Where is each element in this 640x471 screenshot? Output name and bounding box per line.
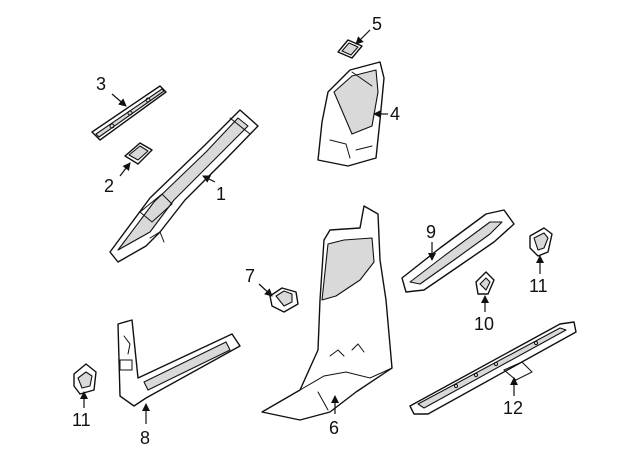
part-3-bracket[interactable] — [91, 85, 167, 141]
part-11-clip-right[interactable] — [529, 227, 553, 257]
callout-10: 10 — [474, 314, 494, 334]
callout-5: 5 — [372, 14, 382, 34]
callout-8: 8 — [140, 428, 150, 448]
callout-labels: 1 2 3 4 5 6 7 8 9 10 11 11 12 — [72, 14, 548, 448]
part-12-sill-reinforcement[interactable] — [409, 321, 577, 415]
callout-2: 2 — [104, 176, 114, 196]
callout-6: 6 — [329, 418, 339, 438]
part-5-clip[interactable] — [337, 39, 363, 59]
part-1-a-pillar-trim[interactable] — [109, 109, 259, 263]
part-7-clip[interactable] — [269, 287, 299, 313]
callout-9: 9 — [426, 222, 436, 242]
leader-2 — [119, 162, 131, 177]
callout-11-right: 11 — [529, 276, 548, 296]
callout-3: 3 — [96, 74, 106, 94]
leader-1 — [202, 175, 216, 183]
part-9-moulding[interactable] — [401, 209, 515, 293]
leader-lines — [80, 29, 544, 424]
callout-12: 12 — [503, 398, 523, 418]
part-11-clip-left[interactable] — [73, 363, 97, 395]
part-8-scuff-plate[interactable] — [117, 319, 241, 407]
part-4-pillar-upper-trim[interactable] — [317, 61, 385, 167]
callout-1: 1 — [216, 184, 226, 204]
part-10-clip[interactable] — [475, 271, 495, 295]
leader-5 — [355, 29, 371, 45]
callout-4: 4 — [390, 104, 400, 124]
callout-11-left: 11 — [72, 410, 91, 430]
part-2-clip[interactable] — [124, 142, 153, 165]
part-6-pillar-lower-trim[interactable] — [261, 205, 393, 421]
leader-7 — [258, 283, 273, 297]
callout-7: 7 — [245, 266, 255, 286]
leader-3 — [111, 93, 127, 107]
